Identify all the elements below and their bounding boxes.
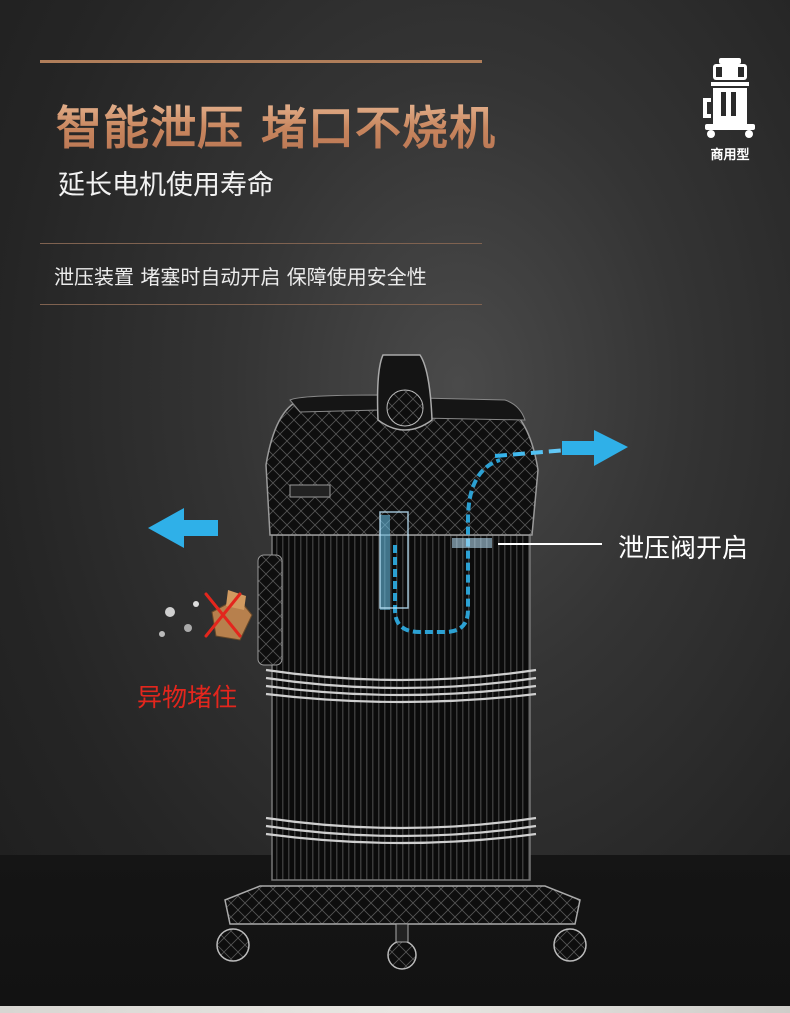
pressure-valve-callout-label: 泄压阀开启 — [618, 534, 749, 564]
caster-wheels — [216, 928, 587, 970]
blocked-cross-icon — [204, 592, 242, 638]
tank-hoops — [265, 668, 537, 845]
pressure-valve-callout-line — [498, 543, 602, 545]
commercial-vacuum-icon — [703, 58, 755, 138]
description-divider-top — [40, 243, 482, 244]
product-type-label: 商用型 — [710, 148, 750, 163]
feature-subheadline: 延长电机使用寿命 — [58, 170, 274, 201]
bottom-strip — [0, 1006, 790, 1013]
description-divider-bottom — [40, 304, 482, 305]
product-type-badge: 商用型 — [697, 56, 763, 166]
floor-shadow — [0, 855, 790, 1013]
airflow-right-arrow — [562, 430, 628, 466]
airflow-left-arrow — [148, 508, 218, 548]
feature-description: 泄压装置 堵塞时自动开启 保障使用安全性 — [54, 265, 427, 289]
feature-headline: 智能泄压 堵口不烧机 — [56, 92, 496, 158]
top-divider — [40, 60, 482, 63]
blocked-inlet-label: 异物堵住 — [137, 683, 238, 712]
